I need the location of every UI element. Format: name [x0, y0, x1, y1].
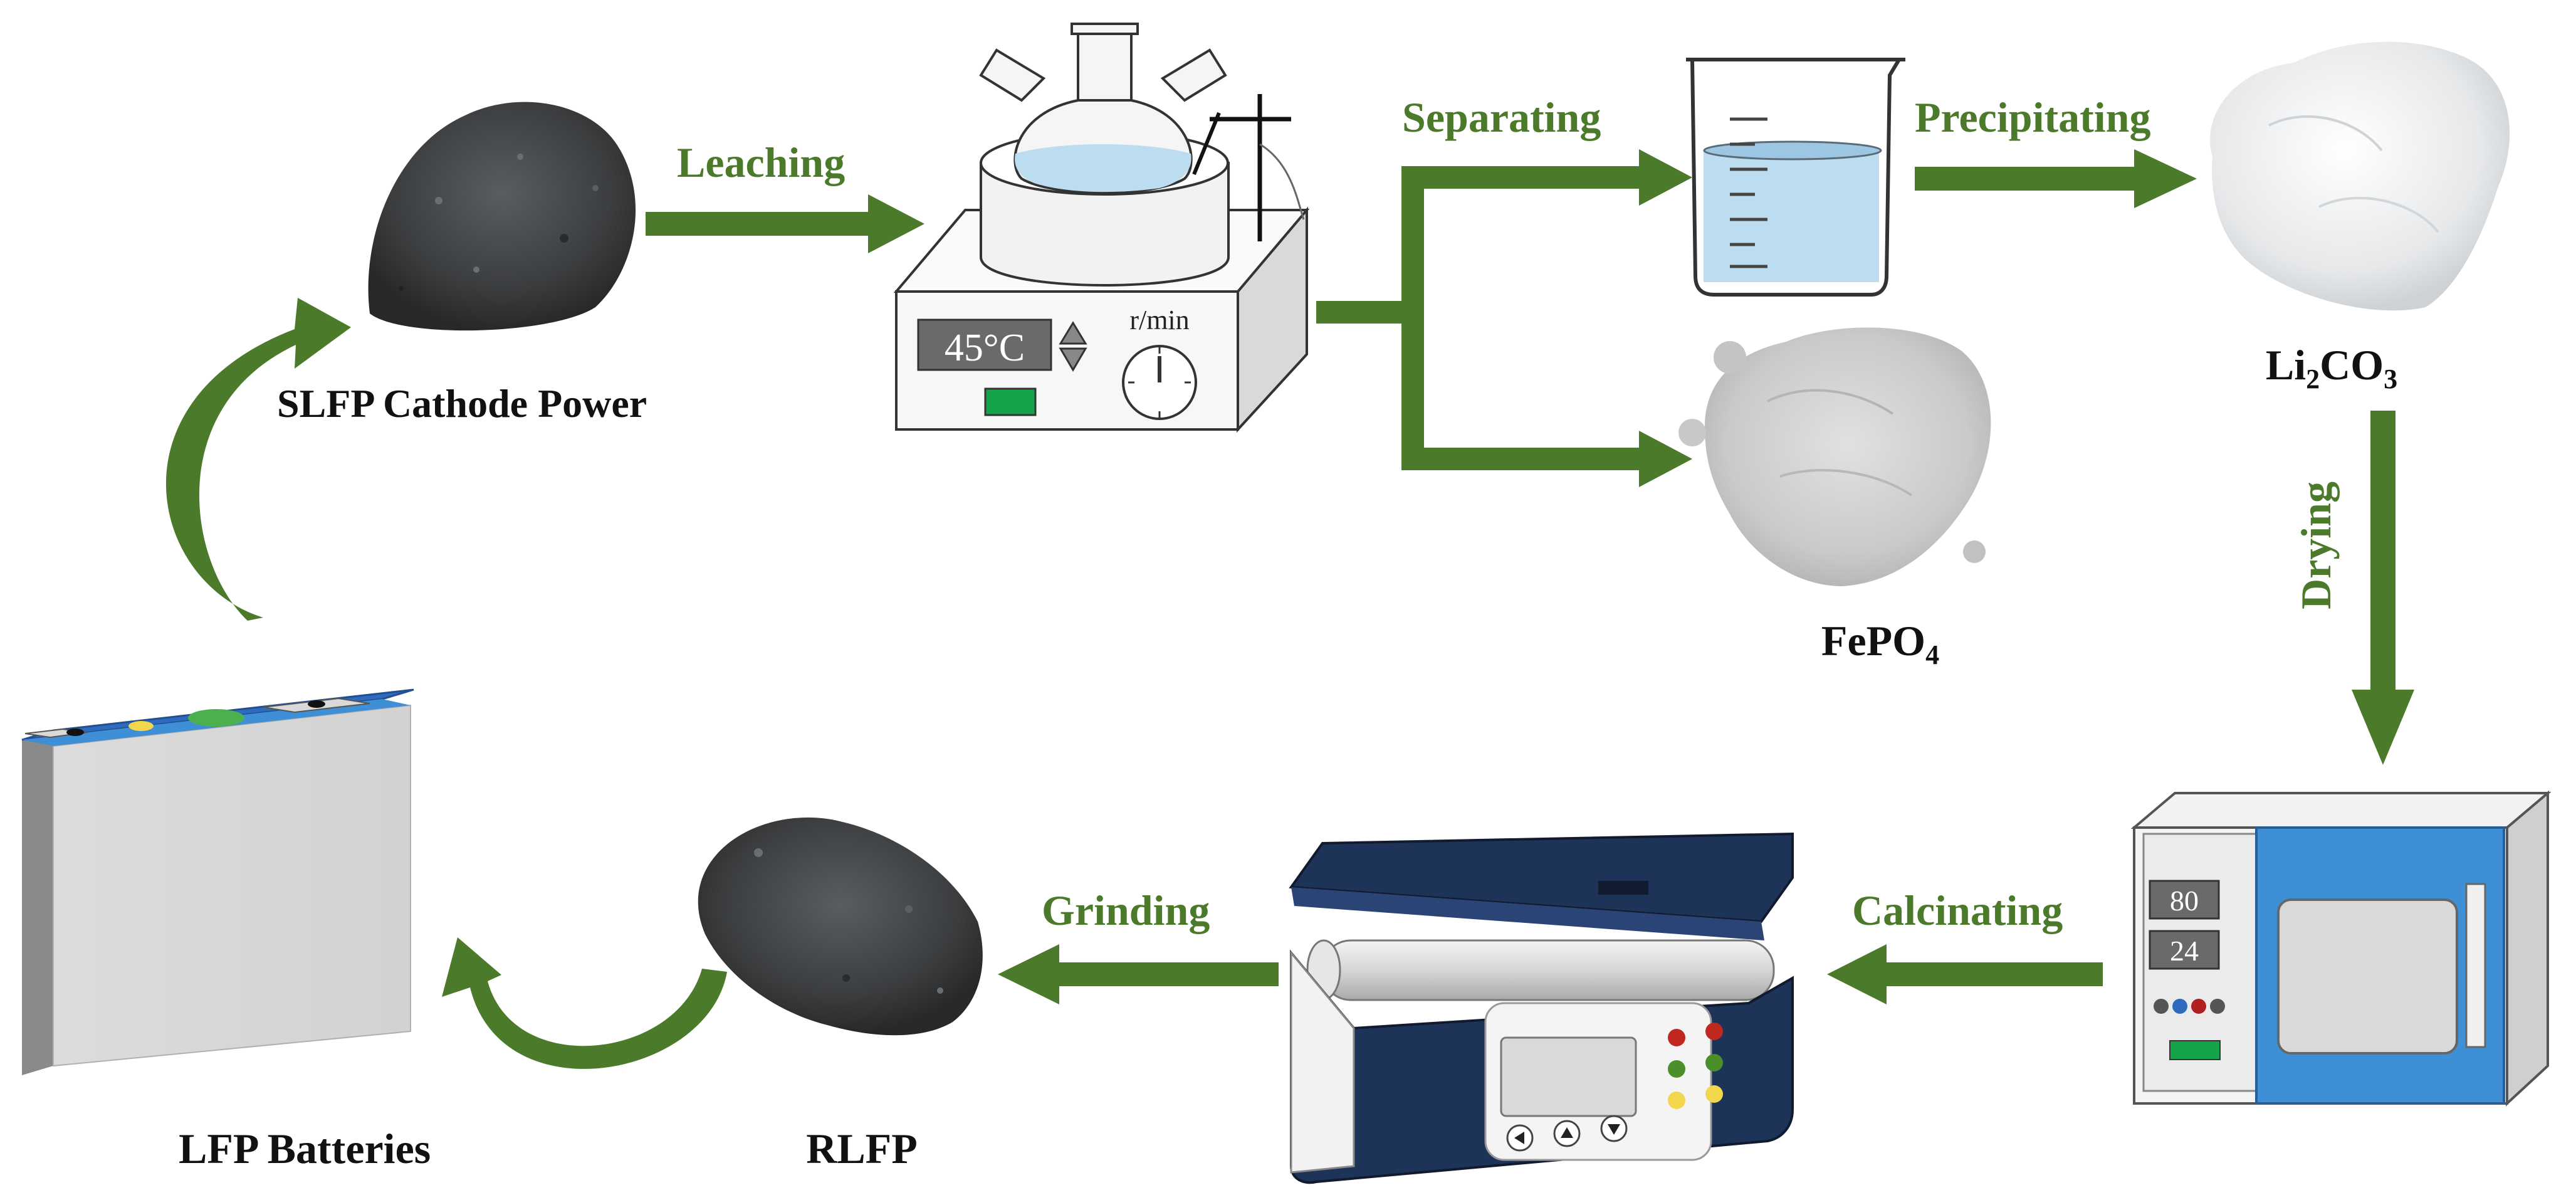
- oven-display-1-value: 80: [2170, 885, 2199, 917]
- rlfp-label: RLFP: [806, 1125, 918, 1172]
- temperature-display: [917, 318, 1052, 371]
- separating-label: Separating: [1402, 93, 1601, 141]
- drying-arrow: [2352, 411, 2414, 765]
- leaching-label: Leaching: [677, 139, 845, 186]
- grinding-label: Grinding: [1042, 887, 1210, 934]
- precipitating-arrow: [1915, 149, 2197, 208]
- beaker-icon: [1686, 58, 1905, 297]
- fepo4-powder-pile-icon: [1678, 327, 1991, 586]
- battery-cell-icon: [21, 688, 414, 1075]
- recycle-curved-arrow: [165, 298, 351, 621]
- speed-dial-icon: [1122, 345, 1197, 420]
- round-bottom-flask-icon: [979, 23, 1305, 241]
- precipitating-label: Precipitating: [1915, 93, 2150, 141]
- reassembly-curved-arrow: [442, 937, 727, 1069]
- oven-display-2: [2149, 930, 2220, 970]
- slfp-powder-pile-icon: [368, 102, 636, 331]
- drying-label: Drying: [2292, 482, 2340, 609]
- separating-branch-arrow: [1316, 149, 1692, 487]
- tube-furnace-icon: [1289, 832, 1794, 1184]
- rlfp-powder-pile-icon: [698, 817, 983, 1036]
- lfp-batteries-label: LFP Batteries: [179, 1125, 431, 1172]
- speed-unit-label: r/min: [1129, 305, 1189, 335]
- hotplate-stirrer-icon: 45°C r/min: [893, 130, 1310, 433]
- leaching-arrow: [646, 194, 924, 253]
- oven-display-1: [2149, 880, 2220, 920]
- oven-display-2-value: 24: [2170, 935, 2199, 967]
- grinding-arrow: [998, 944, 1279, 1004]
- temperature-readout: 45°C: [945, 327, 1025, 369]
- calcinating-arrow: [1827, 944, 2103, 1004]
- slfp-label: SLFP Cathode Power: [277, 381, 647, 426]
- temp-down-arrow-icon: [1059, 347, 1087, 372]
- li2co3-powder-pile-icon: [2210, 41, 2510, 311]
- temp-up-arrow-icon: [1059, 321, 1087, 345]
- power-indicator: [984, 387, 1037, 416]
- drying-oven-icon: 80 24: [2130, 790, 2552, 1107]
- li2co3-label: Li2CO3: [2266, 341, 2397, 394]
- calcinating-label: Calcinating: [1852, 887, 2063, 934]
- fepo4-label: FePO4: [1821, 617, 1939, 670]
